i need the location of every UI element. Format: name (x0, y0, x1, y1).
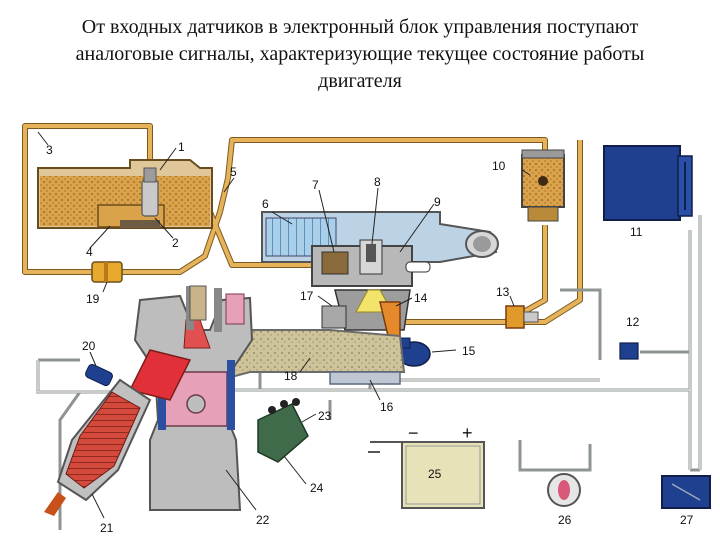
part-numbers: 1 2 3 4 5 6 7 8 9 10 11 12 13 14 15 16 1… (46, 140, 694, 535)
fuel-tank (37, 159, 213, 229)
label-21: 21 (100, 521, 114, 535)
label-16: 16 (380, 400, 394, 414)
label-9: 9 (434, 195, 441, 209)
label-1: 1 (178, 140, 185, 154)
leader-lines (37, 131, 531, 519)
adsorber (521, 149, 565, 222)
label-20: 20 (82, 339, 96, 353)
label-7: 7 (312, 178, 319, 192)
heading-line-3: двигателя (318, 70, 402, 92)
label-25: 25 (428, 467, 442, 481)
oxygen-sensor (85, 363, 113, 387)
label-8: 8 (374, 175, 381, 189)
spark-plug-left (189, 285, 207, 321)
label-12: 12 (626, 315, 640, 329)
fuel-filter (91, 261, 123, 283)
label-2: 2 (172, 236, 179, 250)
heading-line-1: От входных датчиков в электронный блок у… (81, 16, 639, 38)
ignition-coil (257, 398, 309, 463)
label-17: 17 (300, 289, 314, 303)
label-3: 3 (46, 143, 53, 157)
pressure-regulator (505, 305, 539, 329)
label-26: 26 (558, 513, 572, 527)
label-11: 11 (630, 225, 643, 239)
label-13: 13 (496, 285, 510, 299)
label-18: 18 (284, 369, 298, 383)
label-22: 22 (256, 513, 270, 527)
ecu-unit (603, 145, 693, 221)
label-6: 6 (262, 197, 269, 211)
battery-minus: − (408, 423, 419, 443)
label-27: 27 (680, 513, 694, 527)
spark-plug-right (225, 293, 245, 325)
label-14: 14 (414, 291, 428, 305)
heading-line-2: аналоговые сигналы, характеризующие теку… (75, 43, 645, 65)
battery: − + (368, 423, 485, 509)
label-10: 10 (492, 159, 506, 173)
battery-plus: + (462, 423, 473, 443)
label-15: 15 (462, 344, 476, 358)
label-24: 24 (310, 481, 324, 495)
main-relay (661, 475, 711, 509)
relay (547, 473, 581, 507)
label-4: 4 (86, 245, 93, 259)
exhaust-system (44, 349, 192, 516)
slide-heading: От входных датчиков в электронный блок у… (0, 0, 720, 95)
label-19: 19 (86, 292, 100, 306)
throttle-body (311, 239, 431, 331)
label-5: 5 (230, 165, 237, 179)
label-23: 23 (318, 409, 332, 423)
engine-block (133, 286, 254, 511)
fuel-pump (141, 167, 159, 217)
sensor-12 (619, 342, 639, 360)
